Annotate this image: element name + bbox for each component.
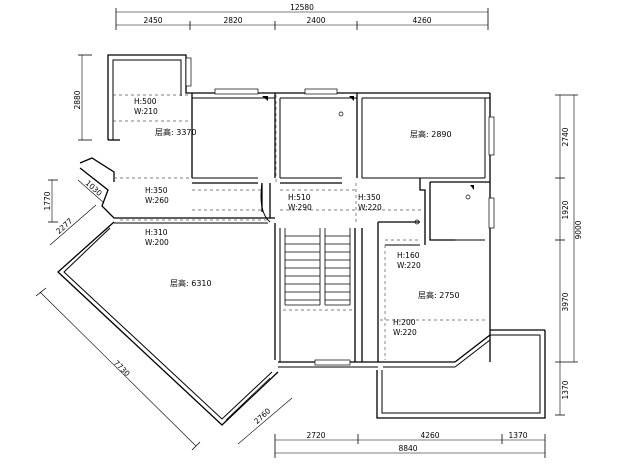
dim-left-upper: 2880	[73, 90, 82, 109]
lower-right-upper-width: W:220	[397, 261, 421, 270]
window-right-mid	[488, 197, 495, 229]
dim-top-seg-3: 2400	[306, 16, 325, 25]
dim-right-seg-1: 2740	[561, 127, 570, 146]
dim-angled-long: 7730	[112, 358, 132, 378]
dim-bottom-total: 8840	[398, 444, 417, 453]
fixture-triangle-3	[470, 185, 474, 190]
dim-top-seg-2: 2820	[223, 16, 242, 25]
room-labels: H:500 W:210 层高: 3370 层高: 2890 H:350 W:26…	[134, 97, 460, 337]
window-angled-left	[225, 377, 271, 421]
corridor-mid-height: H:510	[288, 193, 311, 202]
fixture-circle-1	[338, 111, 344, 117]
corridor-right-width: W:220	[358, 203, 382, 212]
bottom-dimension-chain: 2720 4260 1370 8840	[274, 431, 546, 458]
lower-right-upper-height: H:160	[397, 251, 420, 260]
dim-top-seg-1: 2450	[143, 16, 162, 25]
window-right-upper	[488, 116, 495, 156]
upper-left-ceiling: 层高: 3370	[155, 127, 197, 137]
dim-top-total: 12580	[290, 3, 314, 12]
upper-left-height: H:500	[134, 97, 157, 106]
dim-bottom-seg-1: 2720	[306, 431, 325, 440]
window-top-left	[214, 88, 259, 95]
dim-right-seg-3: 3970	[561, 292, 570, 311]
corridor-right-height: H:350	[358, 193, 381, 202]
fixtures	[262, 96, 474, 225]
corridor-left-height: H:350	[145, 186, 168, 195]
window-left-corner	[185, 57, 192, 87]
dim-angled-short: 1030	[84, 178, 104, 198]
dim-bottom-seg-3: 1370	[508, 431, 527, 440]
fixture-circle-2	[465, 194, 471, 200]
fixture-triangle-2	[349, 96, 354, 101]
corridor-mid-width: W:290	[288, 203, 312, 212]
beam-lines	[113, 94, 485, 360]
dim-right-seg-4: 1370	[561, 380, 570, 399]
window-bottom-stair	[314, 359, 351, 366]
left-dimensions: 2880 1770 1030 2277 7730 2760	[35, 54, 293, 451]
corridor-left-width: W:260	[145, 196, 169, 205]
big-room-width: W:200	[145, 238, 169, 247]
staircase	[284, 228, 351, 306]
windows	[185, 57, 495, 421]
upper-left-width: W:210	[134, 107, 158, 116]
lower-right-width: W:220	[393, 328, 417, 337]
window-top-mid	[304, 88, 338, 95]
walls	[57, 54, 546, 426]
dim-top-seg-4: 4260	[412, 16, 431, 25]
upper-right-ceiling: 层高: 2890	[410, 129, 452, 139]
right-dimension-chain: 2740 1920 3970 1370 9000	[555, 94, 583, 416]
dim-left-mid: 1770	[43, 191, 52, 210]
dim-right-total: 9000	[574, 220, 583, 239]
fixture-circle-3	[414, 219, 420, 225]
fixture-triangle-1	[262, 96, 268, 101]
dim-bottom-seg-2: 4260	[420, 431, 439, 440]
dim-right-seg-2: 1920	[561, 200, 570, 219]
big-room-ceiling: 层高: 6310	[170, 278, 212, 288]
lower-right-height: H:200	[393, 318, 416, 327]
lower-right-ceiling: 层高: 2750	[418, 290, 460, 300]
top-dimension-chain: 12580 2450 2820 2400 4260	[115, 3, 489, 30]
big-room-height: H:310	[145, 228, 168, 237]
